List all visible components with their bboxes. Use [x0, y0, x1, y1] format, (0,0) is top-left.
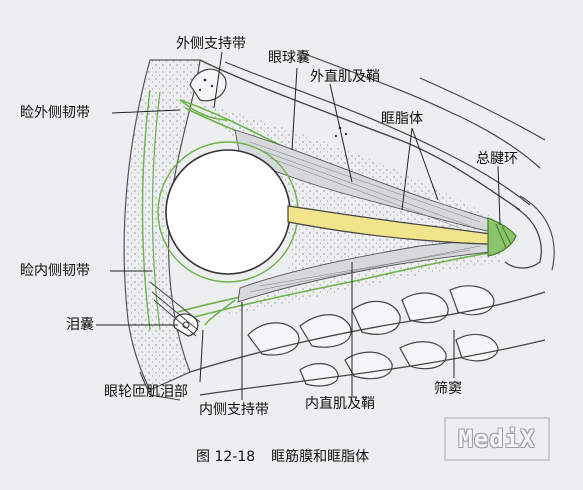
lateral-wall — [199, 59, 521, 211]
label-medial-palpebral-ligament: 睑内侧韧带 — [20, 263, 90, 279]
label-medial-rectus: 内直肌及鞘 — [305, 396, 375, 412]
label-tenon-capsule: 眼球囊 — [268, 50, 310, 66]
label-common-tendinous-ring: 总腱环 — [476, 151, 518, 167]
leader-lines — [96, 51, 501, 400]
label-lateral-retinaculum: 外侧支持带 — [176, 36, 246, 52]
label-medial-retinaculum: 内侧支持带 — [199, 402, 269, 418]
label-orbital-fat: 眶脂体 — [381, 111, 423, 127]
label-lacrimal-part-orbicularis: 眼轮匝肌泪部 — [104, 384, 188, 400]
label-ethmoid-sinus: 筛窦 — [434, 381, 462, 397]
ethmoid-cells — [247, 285, 499, 387]
tendinous-ring — [487, 217, 517, 257]
label-lateral-rectus: 外直肌及鞘 — [310, 69, 380, 85]
figure-title: 眶筋膜和眶脂体 — [271, 449, 370, 465]
label-lateral-palpebral-ligament: 睑外侧韧带 — [20, 105, 90, 121]
figure-number: 图 12-18 — [196, 449, 256, 465]
eyeball — [165, 149, 291, 275]
watermark-logo: MediX — [444, 417, 550, 461]
label-lacrimal-sac: 泪囊 — [66, 317, 94, 333]
figure-caption: 图 12-18 眶筋膜和眶脂体 — [196, 446, 385, 466]
